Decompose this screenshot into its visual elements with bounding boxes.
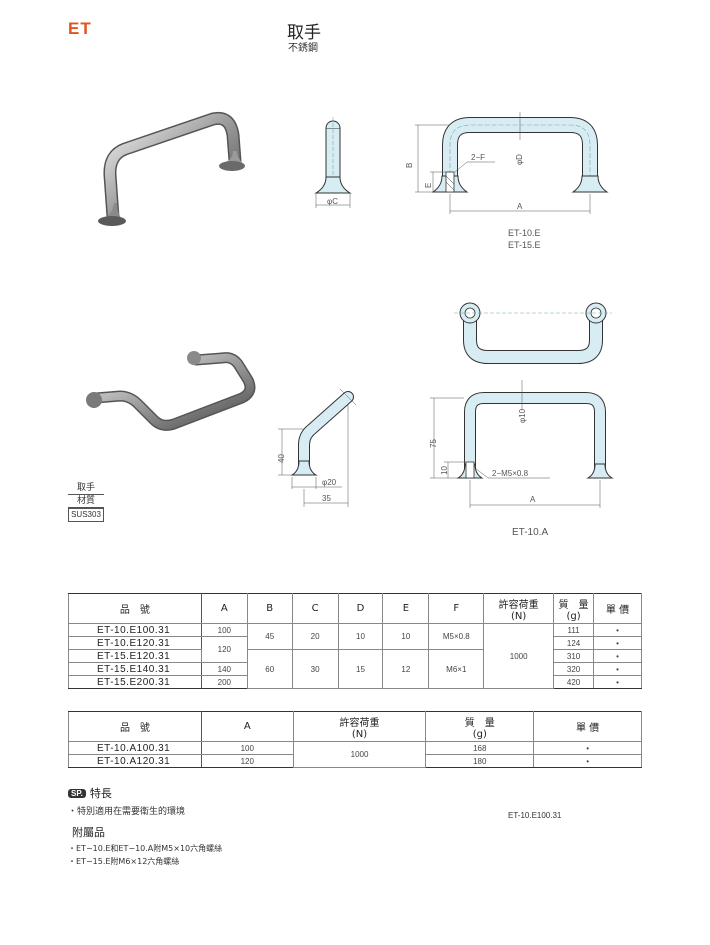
table-row: ET-10.A120.31 120 180 •	[68, 754, 642, 768]
example-code: ET-10.E100.31	[508, 811, 562, 820]
dim-a-e: A	[517, 202, 523, 211]
drawing-front-a: φ10 75 10 2−M5×0.8 A	[429, 380, 614, 508]
accessory-item-1: ・ET−10.E和ET−10.A附M5×10六角螺絲	[68, 844, 223, 853]
drawing-front-e: B E 2−F φD A	[405, 112, 609, 214]
features-heading: SP.特長	[68, 785, 112, 801]
spec-table-e: 品 號 A B C D E F 許容荷重(N) 質 量(g) 單 價 ET-10…	[68, 593, 642, 689]
page-title: 取手	[287, 23, 321, 43]
col-header-a: A	[200, 593, 248, 624]
col-header-mass: 質 量(g)	[425, 711, 535, 742]
photo-handle-e	[98, 111, 245, 226]
material-label2: 材質	[68, 495, 104, 508]
photo-handle-a	[86, 351, 256, 431]
col-header-f: F	[428, 593, 485, 624]
col-header-mass: 質 量(g)	[553, 593, 595, 624]
dim-e: E	[424, 183, 433, 188]
dim-a-a: A	[530, 495, 536, 504]
dim-phi20: φ20	[322, 478, 337, 487]
page-subtitle: 不銹鋼	[288, 43, 318, 54]
col-header-model: 品 號	[68, 711, 202, 742]
dim-40: 40	[277, 454, 286, 463]
col-header-price: 單 價	[593, 593, 642, 624]
drawing-side-e: φC	[314, 117, 352, 208]
accessory-item-2: ・ET−15.E附M6×12六角螺絲	[68, 857, 180, 866]
dim-phi-d: φD	[515, 154, 524, 165]
dim-b: B	[405, 163, 414, 168]
sp-badge: SP.	[68, 789, 86, 798]
table-row: ET-15.E120.31 60 30 15 12 M6×1 310 •	[68, 649, 642, 689]
features-title: 特長	[89, 787, 112, 800]
brand-code: ET	[68, 19, 92, 38]
col-header-d: D	[337, 593, 384, 624]
feature-item: ・特別適用在需要衛生的環境	[68, 807, 186, 817]
dim-m5: 2−M5×0.8	[492, 469, 529, 478]
dim-75: 75	[429, 439, 438, 448]
material-value: SUS303	[68, 508, 104, 522]
model-label-e2: ET-15.E	[508, 240, 541, 250]
col-header-load: 許容荷重(N)	[292, 711, 427, 742]
col-header-a: A	[200, 711, 294, 742]
dim-phi-c: φC	[327, 197, 338, 206]
col-header-load: 許容荷重(N)	[483, 593, 555, 624]
drawing-side-a: 40 φ20 35	[277, 388, 357, 507]
material-box: 取手 材質 SUS303	[68, 482, 104, 522]
model-label-a: ET-10.A	[512, 527, 549, 538]
model-label-e1: ET-10.E	[508, 228, 541, 238]
table-row: ET-10.E120.31 120 124 •	[68, 636, 642, 663]
table-row: ET-10.A100.31 100 1000 168 •	[68, 741, 642, 768]
table-row: ET-10.E100.31 100 45 20 10 10 M5×0.8 100…	[68, 623, 642, 689]
col-header-model: 品 號	[68, 593, 202, 624]
dim-two-f: 2−F	[471, 153, 485, 162]
table-row: ET-15.E200.31 200 420 •	[68, 675, 642, 689]
col-header-e: E	[382, 593, 430, 624]
spec-table-a: 品 號 A 許容荷重(N) 質 量(g) 單 價 ET-10.A100.31 1…	[68, 711, 642, 768]
dim-phi10: φ10	[518, 408, 527, 423]
col-header-c: C	[291, 593, 339, 624]
material-label1: 取手	[68, 482, 104, 495]
accessories-title: 附屬品	[72, 826, 105, 839]
col-header-b: B	[246, 593, 293, 624]
dim-10: 10	[440, 466, 449, 475]
dim-35: 35	[322, 494, 331, 503]
drawing-top-a	[454, 302, 612, 364]
col-header-price: 單 價	[533, 711, 642, 742]
